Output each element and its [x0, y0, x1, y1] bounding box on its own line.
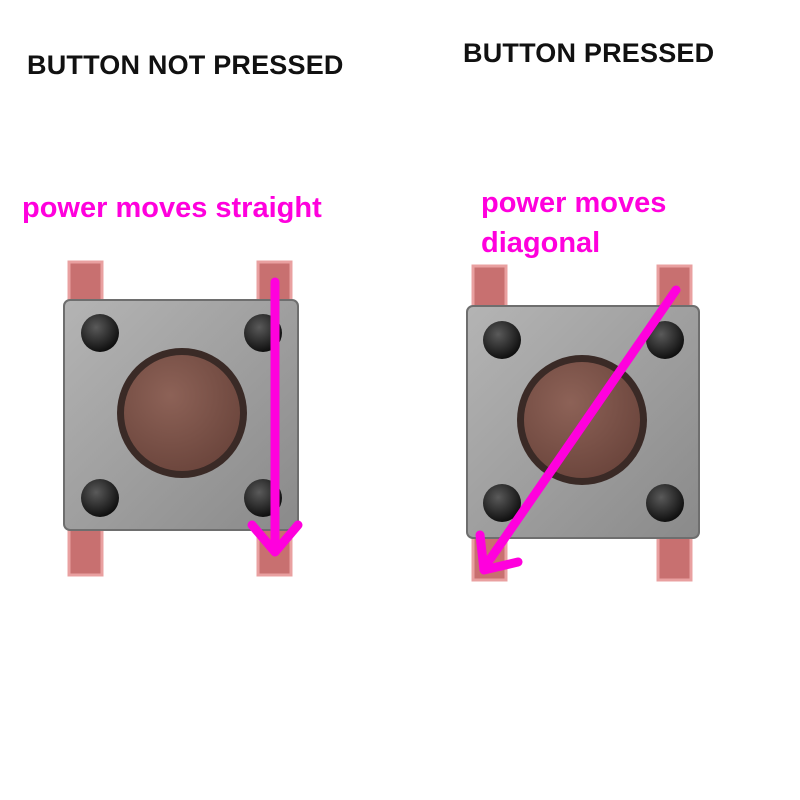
- caption-diagonal-line2: diagonal: [481, 227, 601, 259]
- pin-bottom-right: [656, 530, 693, 582]
- mount-hole: [81, 479, 119, 517]
- title-pressed: BUTTON PRESSED: [463, 38, 715, 68]
- mount-hole: [483, 484, 521, 522]
- diagonal-arrow: [475, 285, 681, 575]
- caption-straight-text: power moves straight: [22, 192, 322, 224]
- straight-arrow: [247, 277, 303, 557]
- mount-hole: [646, 321, 684, 359]
- caption-straight: power moves straight: [22, 188, 322, 228]
- mount-hole: [646, 484, 684, 522]
- button-cap: [124, 355, 240, 471]
- pin-bottom-left: [67, 525, 104, 577]
- title-not-pressed: BUTTON NOT PRESSED: [27, 50, 344, 80]
- caption-diagonal-line1: power moves: [481, 187, 667, 219]
- mount-hole: [81, 314, 119, 352]
- switch-not-pressed: [63, 260, 303, 577]
- mount-hole: [483, 321, 521, 359]
- switch-pressed: [466, 264, 700, 582]
- caption-diagonal: power moves diagonal: [481, 183, 666, 263]
